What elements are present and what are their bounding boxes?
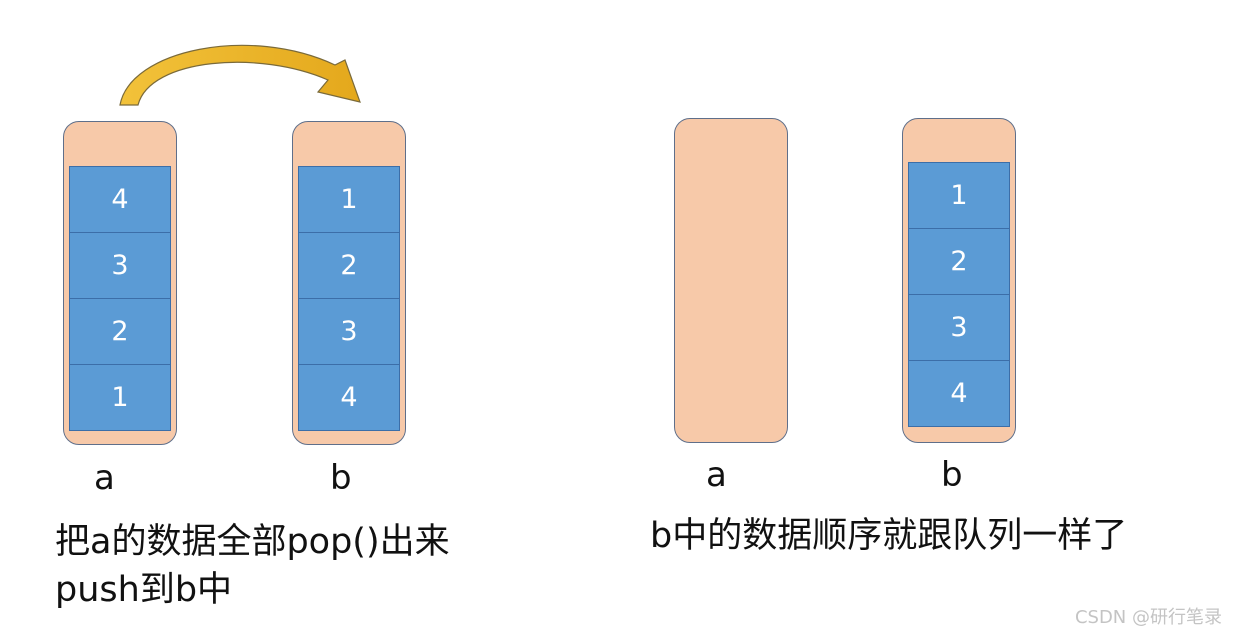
stack-cell: 3 <box>298 298 400 365</box>
stack-cell: 3 <box>69 232 171 299</box>
right-stack-b-label: b <box>941 455 963 495</box>
left-caption-line2: push到b中 <box>55 570 233 610</box>
transfer-arrow-icon <box>119 44 361 106</box>
watermark: CSDN @研行笔录 <box>1074 607 1222 628</box>
right-stack-b: 1 2 3 4 <box>902 118 1016 443</box>
left-stack-b-cells: 1 2 3 4 <box>298 166 400 431</box>
left-stack-a: 4 3 2 1 <box>63 121 177 445</box>
stack-cell: 2 <box>908 228 1010 295</box>
left-stack-b-label: b <box>330 458 352 498</box>
right-caption: b中的数据顺序就跟队列一样了 <box>650 516 1128 556</box>
right-stack-a <box>674 118 788 443</box>
stack-cell: 4 <box>69 166 171 233</box>
left-caption-line1: 把a的数据全部pop()出来 <box>55 522 450 562</box>
stack-cell: 1 <box>69 364 171 431</box>
stack-cell: 4 <box>298 364 400 431</box>
left-stack-a-cells: 4 3 2 1 <box>69 166 171 431</box>
right-stack-b-cells: 1 2 3 4 <box>908 162 1010 427</box>
left-stack-a-label: a <box>94 458 115 498</box>
stack-cell: 4 <box>908 360 1010 427</box>
stack-cell: 1 <box>298 166 400 233</box>
right-stack-a-label: a <box>706 455 727 495</box>
stack-cell: 3 <box>908 294 1010 361</box>
stack-cell: 2 <box>69 298 171 365</box>
stack-cell: 1 <box>908 162 1010 229</box>
left-stack-b: 1 2 3 4 <box>292 121 406 445</box>
stack-cell: 2 <box>298 232 400 299</box>
